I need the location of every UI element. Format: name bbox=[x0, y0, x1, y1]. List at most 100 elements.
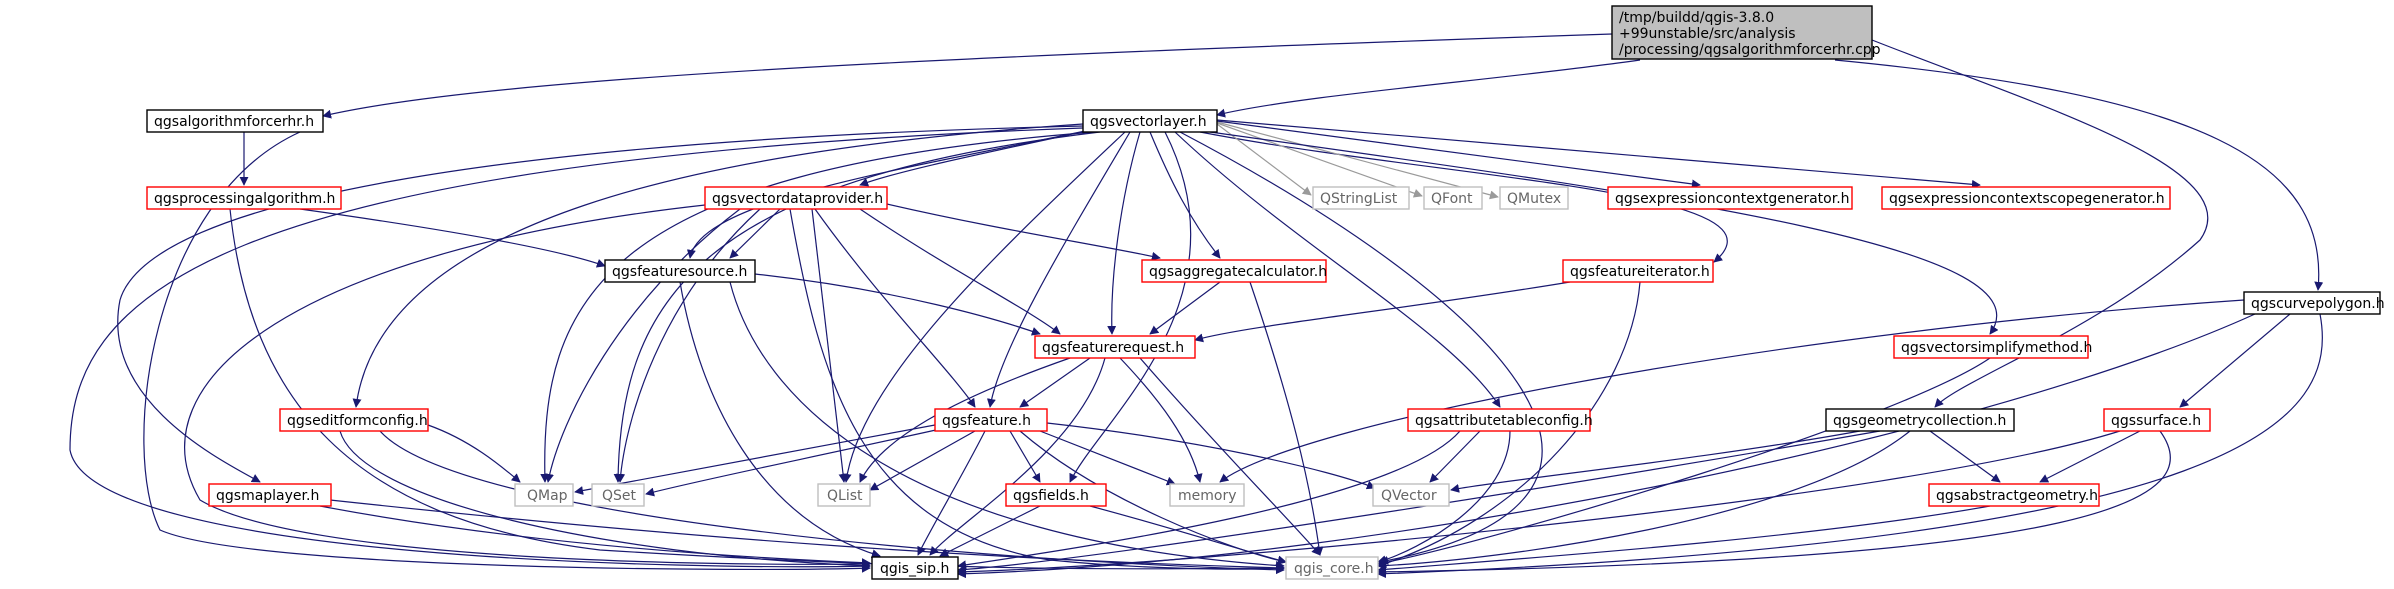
node-qgsgeometrycollection[interactable]: qgsgeometrycollection.h bbox=[1825, 408, 2015, 432]
root-line-3: /processing/qgsalgorithmforcerhr.cpp bbox=[1619, 42, 1881, 58]
edge-vl-to-editform bbox=[352, 123, 1084, 408]
svg-text:qgsexpressioncontextscopegener: qgsexpressioncontextscopegenerator.h bbox=[1889, 191, 2165, 207]
svg-text:qgsprocessingalgorithm.h: qgsprocessingalgorithm.h bbox=[154, 191, 335, 207]
svg-text:qgsfeature.h: qgsfeature.h bbox=[942, 413, 1031, 429]
edge-root-to-forcerhr bbox=[322, 33, 1613, 119]
svg-text:qgsfields.h: qgsfields.h bbox=[1013, 488, 1089, 504]
node-root-file[interactable]: /tmp/buildd/qgis-3.8.0 +99unstable/src/a… bbox=[1611, 5, 1881, 60]
svg-text:qgsfeaturesource.h: qgsfeaturesource.h bbox=[612, 264, 747, 280]
node-qgsabstractgeometry[interactable]: qgsabstractgeometry.h bbox=[1928, 483, 2100, 507]
edge-vdp-to-feature bbox=[814, 208, 976, 408]
edge-geomcoll-to-absgeom bbox=[1929, 430, 2001, 483]
svg-text:qgsabstractgeometry.h: qgsabstractgeometry.h bbox=[1936, 488, 2098, 504]
edge-vdp-to-frequest bbox=[859, 208, 1061, 335]
node-qvector[interactable]: QVector bbox=[1372, 483, 1450, 507]
svg-text:qgsexpressioncontextgenerator.: qgsexpressioncontextgenerator.h bbox=[1615, 191, 1850, 207]
edge-absgeom-to-qgiscore bbox=[1377, 505, 1991, 574]
edge-vsimplify-to-qgiscore bbox=[1377, 357, 1991, 567]
svg-text:QMap: QMap bbox=[527, 488, 568, 504]
edge-vl-to-maplayer bbox=[117, 125, 1084, 483]
edge-vdp-to-qmap bbox=[545, 208, 741, 483]
edge-fiterator-to-frequest bbox=[1194, 281, 1571, 343]
edge-fsource-to-qgissip bbox=[679, 281, 881, 558]
edge-vl-to-qmutex bbox=[1216, 121, 1499, 200]
edges bbox=[69, 33, 2324, 579]
edge-root-to-curvepolygon bbox=[1834, 59, 2324, 291]
node-qfont[interactable]: QFont bbox=[1423, 186, 1483, 210]
node-qgseditformconfig[interactable]: qgseditformconfig.h bbox=[279, 408, 429, 432]
edge-vl-to-qset bbox=[613, 131, 1101, 483]
edge-vl-to-fiterator bbox=[1199, 131, 1728, 263]
svg-text:QMutex: QMutex bbox=[1507, 191, 1561, 207]
node-qgsprocessingalgorithm[interactable]: qgsprocessingalgorithm.h bbox=[146, 186, 342, 210]
svg-text:QSet: QSet bbox=[602, 488, 637, 504]
edge-feature-to-qset bbox=[645, 427, 946, 497]
edge-vl-to-exprscopegen bbox=[1216, 119, 1981, 189]
svg-text:qgscurvepolygon.h: qgscurvepolygon.h bbox=[2251, 296, 2385, 312]
node-qgsfields[interactable]: qgsfields.h bbox=[1005, 483, 1107, 507]
edge-surface-to-absgeom bbox=[2039, 430, 2141, 483]
edge-curvepoly-to-qgissip bbox=[957, 313, 2256, 579]
node-qgsfeature[interactable]: qgsfeature.h bbox=[934, 408, 1048, 432]
svg-text:qgssurface.h: qgssurface.h bbox=[2111, 413, 2201, 429]
node-qgsfeaturerequest[interactable]: qgsfeaturerequest.h bbox=[1034, 335, 1196, 359]
node-qgsvectorlayer[interactable]: qgsvectorlayer.h bbox=[1082, 109, 1218, 133]
edge-feature-to-qvector bbox=[1046, 422, 1376, 490]
edge-curvepoly-to-surface bbox=[2179, 313, 2291, 408]
node-qstringlist[interactable]: QStringList bbox=[1312, 186, 1410, 210]
node-qgssurface[interactable]: qgssurface.h bbox=[2103, 408, 2211, 432]
node-qgsfeaturesource[interactable]: qgsfeaturesource.h bbox=[604, 259, 756, 283]
edge-vdp-to-fsource bbox=[729, 208, 781, 259]
edge-feature-to-qgissip bbox=[917, 430, 986, 556]
edge-root-to-geomcoll bbox=[1871, 39, 2209, 408]
edge-aggcalc-to-frequest bbox=[1149, 281, 1221, 335]
edge-feature-to-fields bbox=[1009, 430, 1041, 483]
node-qgsexpressioncontextgenerator[interactable]: qgsexpressioncontextgenerator.h bbox=[1607, 186, 1853, 210]
edge-procalg-to-qgiscore bbox=[229, 208, 1285, 573]
edge-vdp-to-qgissip bbox=[184, 204, 871, 569]
node-qgsattributetableconfig[interactable]: qgsattributetableconfig.h bbox=[1407, 408, 1593, 432]
edge-vl-to-frequest bbox=[1107, 131, 1141, 335]
edge-vl-to-qgissip bbox=[69, 127, 1084, 571]
node-qgsvectordataprovider[interactable]: qgsvectordataprovider.h bbox=[704, 186, 888, 210]
edge-frequest-to-qlist bbox=[859, 357, 1071, 483]
edge-root-to-vectorlayer bbox=[1216, 59, 1641, 118]
edge-curvepoly-to-memory bbox=[1219, 299, 2245, 483]
edge-geomcoll-to-qgissip bbox=[957, 430, 1881, 574]
edge-attrtable-to-qvector bbox=[1429, 430, 1481, 483]
edge-vl-to-qfont bbox=[1216, 122, 1423, 198]
edge-vl-to-feature bbox=[986, 131, 1131, 408]
node-qlist[interactable]: QList bbox=[817, 483, 871, 507]
node-qgsmaplayer[interactable]: qgsmaplayer.h bbox=[208, 483, 332, 507]
svg-text:qgsfeatureiterator.h: qgsfeatureiterator.h bbox=[1570, 264, 1710, 280]
edge-vl-to-attrtable bbox=[1174, 131, 1501, 408]
node-qgsvectorsimplifymethod[interactable]: qgsvectorsimplifymethod.h bbox=[1893, 335, 2092, 359]
svg-text:qgsvectorlayer.h: qgsvectorlayer.h bbox=[1090, 114, 1207, 130]
node-qgsalgorithmforcerhr[interactable]: qgsalgorithmforcerhr.h bbox=[146, 109, 324, 133]
edge-surface-to-qgissip bbox=[957, 430, 2121, 577]
node-qmap[interactable]: QMap bbox=[514, 483, 574, 507]
svg-text:memory: memory bbox=[1178, 488, 1237, 504]
edge-procalg-to-fsource bbox=[299, 208, 606, 268]
svg-text:qgsvectordataprovider.h: qgsvectordataprovider.h bbox=[712, 191, 883, 207]
edge-fsource-to-frequest bbox=[754, 273, 1041, 336]
svg-text:qgsgeometrycollection.h: qgsgeometrycollection.h bbox=[1833, 413, 2006, 429]
node-qgsaggregatecalculator[interactable]: qgsaggregatecalculator.h bbox=[1141, 259, 1327, 283]
node-qgis-sip[interactable]: qgis_sip.h bbox=[871, 556, 959, 580]
svg-text:QVector: QVector bbox=[1381, 488, 1437, 504]
node-memory[interactable]: memory bbox=[1169, 483, 1245, 507]
node-qset[interactable]: QSet bbox=[591, 483, 645, 507]
node-qgsexpressioncontextscopegenerator[interactable]: qgsexpressioncontextscopegenerator.h bbox=[1881, 186, 2171, 210]
node-qgscurvepolygon[interactable]: qgscurvepolygon.h bbox=[2243, 291, 2385, 315]
node-qgsfeatureiterator[interactable]: qgsfeatureiterator.h bbox=[1562, 259, 1714, 283]
edge-surface-to-qgiscore bbox=[1377, 430, 2171, 577]
svg-text:qgis_core.h: qgis_core.h bbox=[1294, 561, 1374, 577]
edge-feature-to-memory bbox=[1039, 430, 1176, 486]
node-qgis-core[interactable]: qgis_core.h bbox=[1285, 556, 1379, 580]
node-qmutex[interactable]: QMutex bbox=[1499, 186, 1569, 210]
edge-attrtable-to-qgissip bbox=[957, 430, 1461, 570]
edge-aggcalc-to-qgiscore bbox=[1249, 281, 1324, 556]
svg-text:qgseditformconfig.h: qgseditformconfig.h bbox=[287, 413, 428, 429]
edge-curvepoly-to-qgiscore bbox=[1377, 313, 2323, 579]
